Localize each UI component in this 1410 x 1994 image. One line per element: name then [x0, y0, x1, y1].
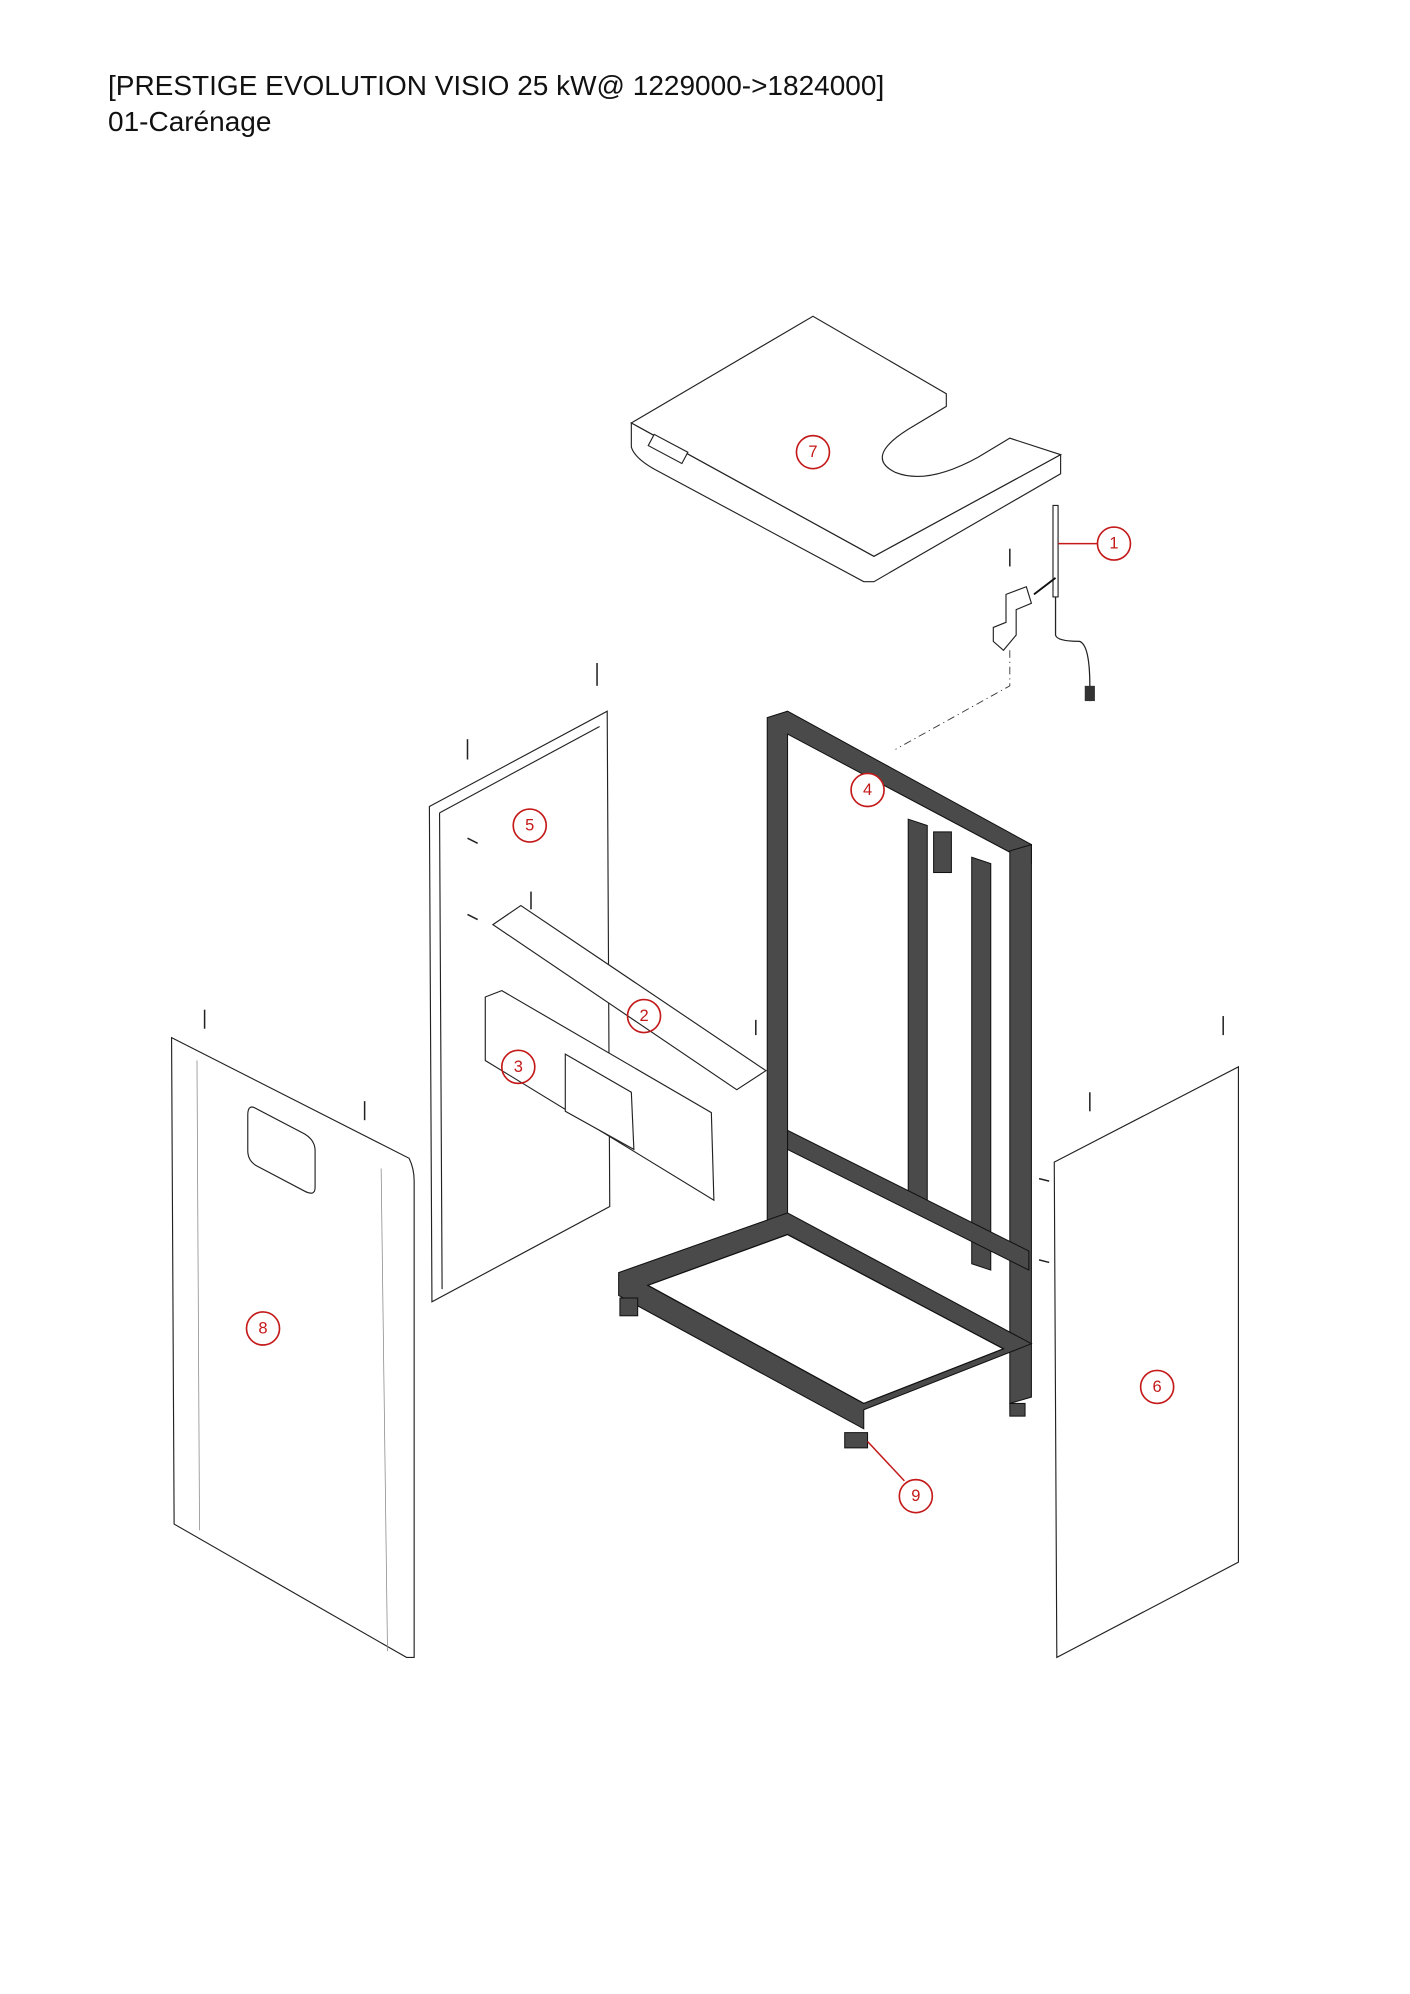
svg-text:1: 1 — [1109, 535, 1118, 553]
callout-5: 5 — [512, 808, 548, 843]
callout-4: 4 — [850, 772, 885, 808]
bracket-part-2 — [491, 891, 767, 1091]
svg-text:2: 2 — [639, 1007, 648, 1025]
sensor-part-1 — [895, 504, 1095, 750]
svg-text:8: 8 — [258, 1319, 267, 1337]
frame-part-4 — [618, 710, 1033, 1449]
callout-7: 7 — [795, 434, 831, 470]
svg-text:9: 9 — [911, 1487, 920, 1505]
callout-9: 9 — [898, 1478, 934, 1514]
svg-text:3: 3 — [514, 1058, 523, 1076]
callout-1: 1 — [1096, 526, 1132, 561]
front-door-part-8 — [170, 1009, 415, 1659]
section-title: 01-Carénage — [108, 106, 272, 137]
callout-2: 2 — [626, 998, 662, 1034]
top-cover-part-7 — [630, 315, 1063, 583]
svg-text:7: 7 — [808, 443, 817, 461]
panel-part-3 — [484, 990, 715, 1202]
svg-text:6: 6 — [1153, 1378, 1162, 1396]
callout-6: 6 — [1139, 1369, 1175, 1405]
callout-8: 8 — [245, 1311, 281, 1346]
svg-text:5: 5 — [525, 817, 534, 835]
document-title: [PRESTIGE EVOLUTION VISIO 25 kW@ 1229000… — [108, 70, 885, 101]
svg-text:4: 4 — [863, 781, 872, 799]
side-panel-part-6 — [1038, 1016, 1239, 1659]
callout-3: 3 — [500, 1049, 536, 1085]
